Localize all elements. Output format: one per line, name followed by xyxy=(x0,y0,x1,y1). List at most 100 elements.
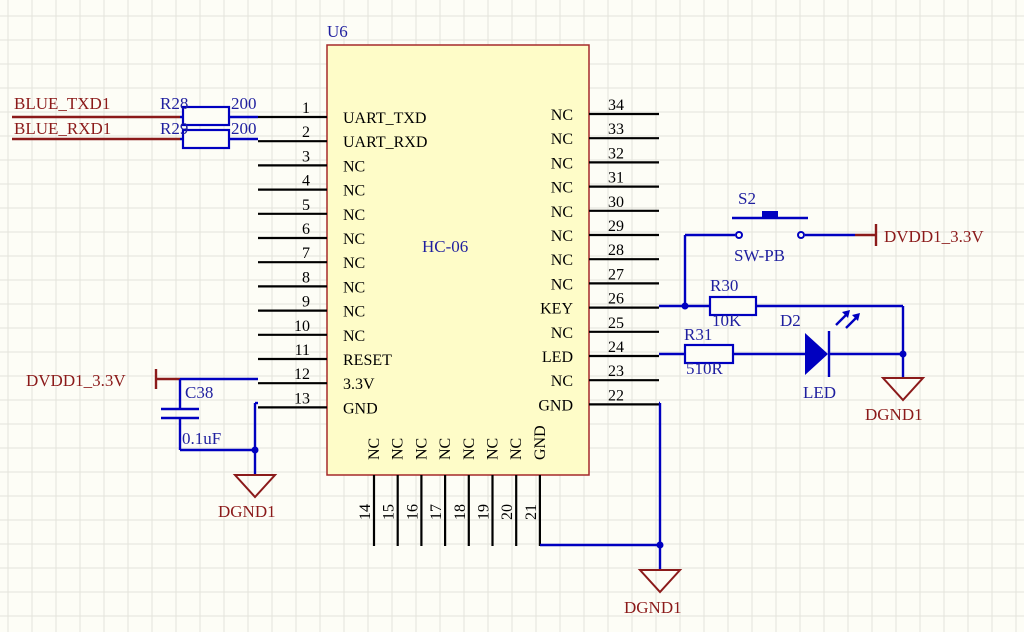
pin-number: 17 xyxy=(428,504,445,520)
pin-name: NC xyxy=(437,438,454,460)
pin-name: 3.3V xyxy=(343,376,375,393)
pin-name: NC xyxy=(551,325,573,342)
pin-number: 13 xyxy=(294,390,310,407)
pin-name: NC xyxy=(343,255,365,272)
pin-number: 14 xyxy=(357,504,374,520)
led-diode-icon xyxy=(805,333,828,375)
pin-name: NC xyxy=(343,328,365,345)
pin-name: GND xyxy=(538,397,573,414)
d2-ref: D2 xyxy=(780,311,801,330)
pin-number: 24 xyxy=(608,339,624,356)
r31-ref: R31 xyxy=(684,325,712,344)
pin-name: NC xyxy=(343,183,365,200)
pin-name: NC xyxy=(551,107,573,124)
pin-number: 15 xyxy=(381,504,398,520)
pin-number: 2 xyxy=(302,124,310,141)
s2-button-cap xyxy=(762,211,778,218)
net-label-blue-txd: BLUE_TXD1 xyxy=(14,94,110,113)
r28-ref: R28 xyxy=(160,94,188,113)
pin-name: NC xyxy=(413,438,430,460)
r29-ref: R29 xyxy=(160,119,188,138)
s2-ref: S2 xyxy=(738,189,756,208)
r30-ref: R30 xyxy=(710,276,738,295)
c38-value: 0.1uF xyxy=(182,429,221,448)
s2-value: SW-PB xyxy=(734,246,785,265)
pin-name: NC xyxy=(461,438,478,460)
chip-name: HC-06 xyxy=(422,237,468,256)
pin-number: 1 xyxy=(302,100,310,117)
junction-dot xyxy=(251,446,259,454)
pin-number: 12 xyxy=(294,366,310,383)
pin-number: 4 xyxy=(302,173,310,190)
pin-name: NC xyxy=(343,231,365,248)
bottom-pins: 14 NC 15 NC 16 NC 17 NC 18 NC 19 NC 20 NC 21 GND xyxy=(357,425,549,546)
pin-name: NC xyxy=(551,204,573,221)
resistor-r28 xyxy=(181,105,231,127)
chip-ref: U6 xyxy=(327,22,348,41)
pin-name: NC xyxy=(551,131,573,148)
net-label-blue-rxd: BLUE_RXD1 xyxy=(14,119,111,138)
net-label-dgnd-c38: DGND1 xyxy=(218,502,276,521)
left-pins: 1UART_TXD2UART_RXD3NC4NC5NC6NC7NC8NC9NC1… xyxy=(258,100,427,417)
r30-value: 10K xyxy=(712,311,742,330)
junction-dot xyxy=(656,541,664,549)
d2-value: LED xyxy=(803,383,836,402)
pin-name: NC xyxy=(551,155,573,172)
pin-name: NC xyxy=(485,438,502,460)
pin-number: 22 xyxy=(608,387,624,404)
pin-number: 18 xyxy=(452,504,469,520)
s2-contact-left xyxy=(735,231,743,239)
pin-number: 32 xyxy=(608,145,624,162)
pin-number: 3 xyxy=(302,148,310,165)
ground-symbol xyxy=(880,377,926,402)
pin-name: LED xyxy=(542,349,573,366)
pin-number: 19 xyxy=(476,504,493,520)
pin-name: GND xyxy=(343,400,378,417)
pin-number: 27 xyxy=(608,266,624,283)
ground-symbol xyxy=(637,569,683,594)
pin-name: NC xyxy=(366,438,383,460)
pin-name: NC xyxy=(551,180,573,197)
r28-value: 200 xyxy=(231,94,257,113)
pin-number: 16 xyxy=(404,504,421,520)
pin-number: 30 xyxy=(608,194,624,211)
pin-name: GND xyxy=(532,425,549,460)
c38-ref: C38 xyxy=(185,383,213,402)
pin-number: 29 xyxy=(608,218,624,235)
pin-number: 9 xyxy=(302,294,310,311)
junction-dot xyxy=(899,350,907,358)
r29-value: 200 xyxy=(231,119,257,138)
pin-number: 5 xyxy=(302,197,310,214)
pin-name: UART_TXD xyxy=(343,110,426,127)
right-pins: 34NC33NC32NC31NC30NC29NC28NC27NC26KEY25N… xyxy=(538,97,659,414)
pin-name: NC xyxy=(343,207,365,224)
pin-name: UART_RXD xyxy=(343,134,427,151)
net-label-dgnd-led: DGND1 xyxy=(865,405,923,424)
pin-name: NC xyxy=(551,252,573,269)
pin-number: 33 xyxy=(608,121,624,138)
pin-name: NC xyxy=(508,438,525,460)
pin-name: NC xyxy=(343,158,365,175)
net-label-dgnd-bottom: DGND1 xyxy=(624,598,682,617)
pin-name: NC xyxy=(551,276,573,293)
pin-name: NC xyxy=(390,438,407,460)
chip-body xyxy=(326,44,590,476)
pin-number: 23 xyxy=(608,363,624,380)
pin-number: 28 xyxy=(608,242,624,259)
pin-number: 6 xyxy=(302,221,310,238)
pin-name: NC xyxy=(551,228,573,245)
pin-name: NC xyxy=(343,304,365,321)
led-light-arrowhead xyxy=(842,310,850,318)
net-label-dvdd-left: DVDD1_3.3V xyxy=(26,371,126,390)
pin-number: 21 xyxy=(523,504,540,520)
pin-number: 31 xyxy=(608,170,624,187)
resistor-r29 xyxy=(181,128,231,150)
pin-number: 20 xyxy=(499,504,516,520)
pin-number: 26 xyxy=(608,291,624,308)
pin-number: 11 xyxy=(295,342,310,359)
s2-contact-right xyxy=(797,231,805,239)
led-light-arrowhead xyxy=(852,313,860,321)
pin-name: KEY xyxy=(540,301,573,318)
